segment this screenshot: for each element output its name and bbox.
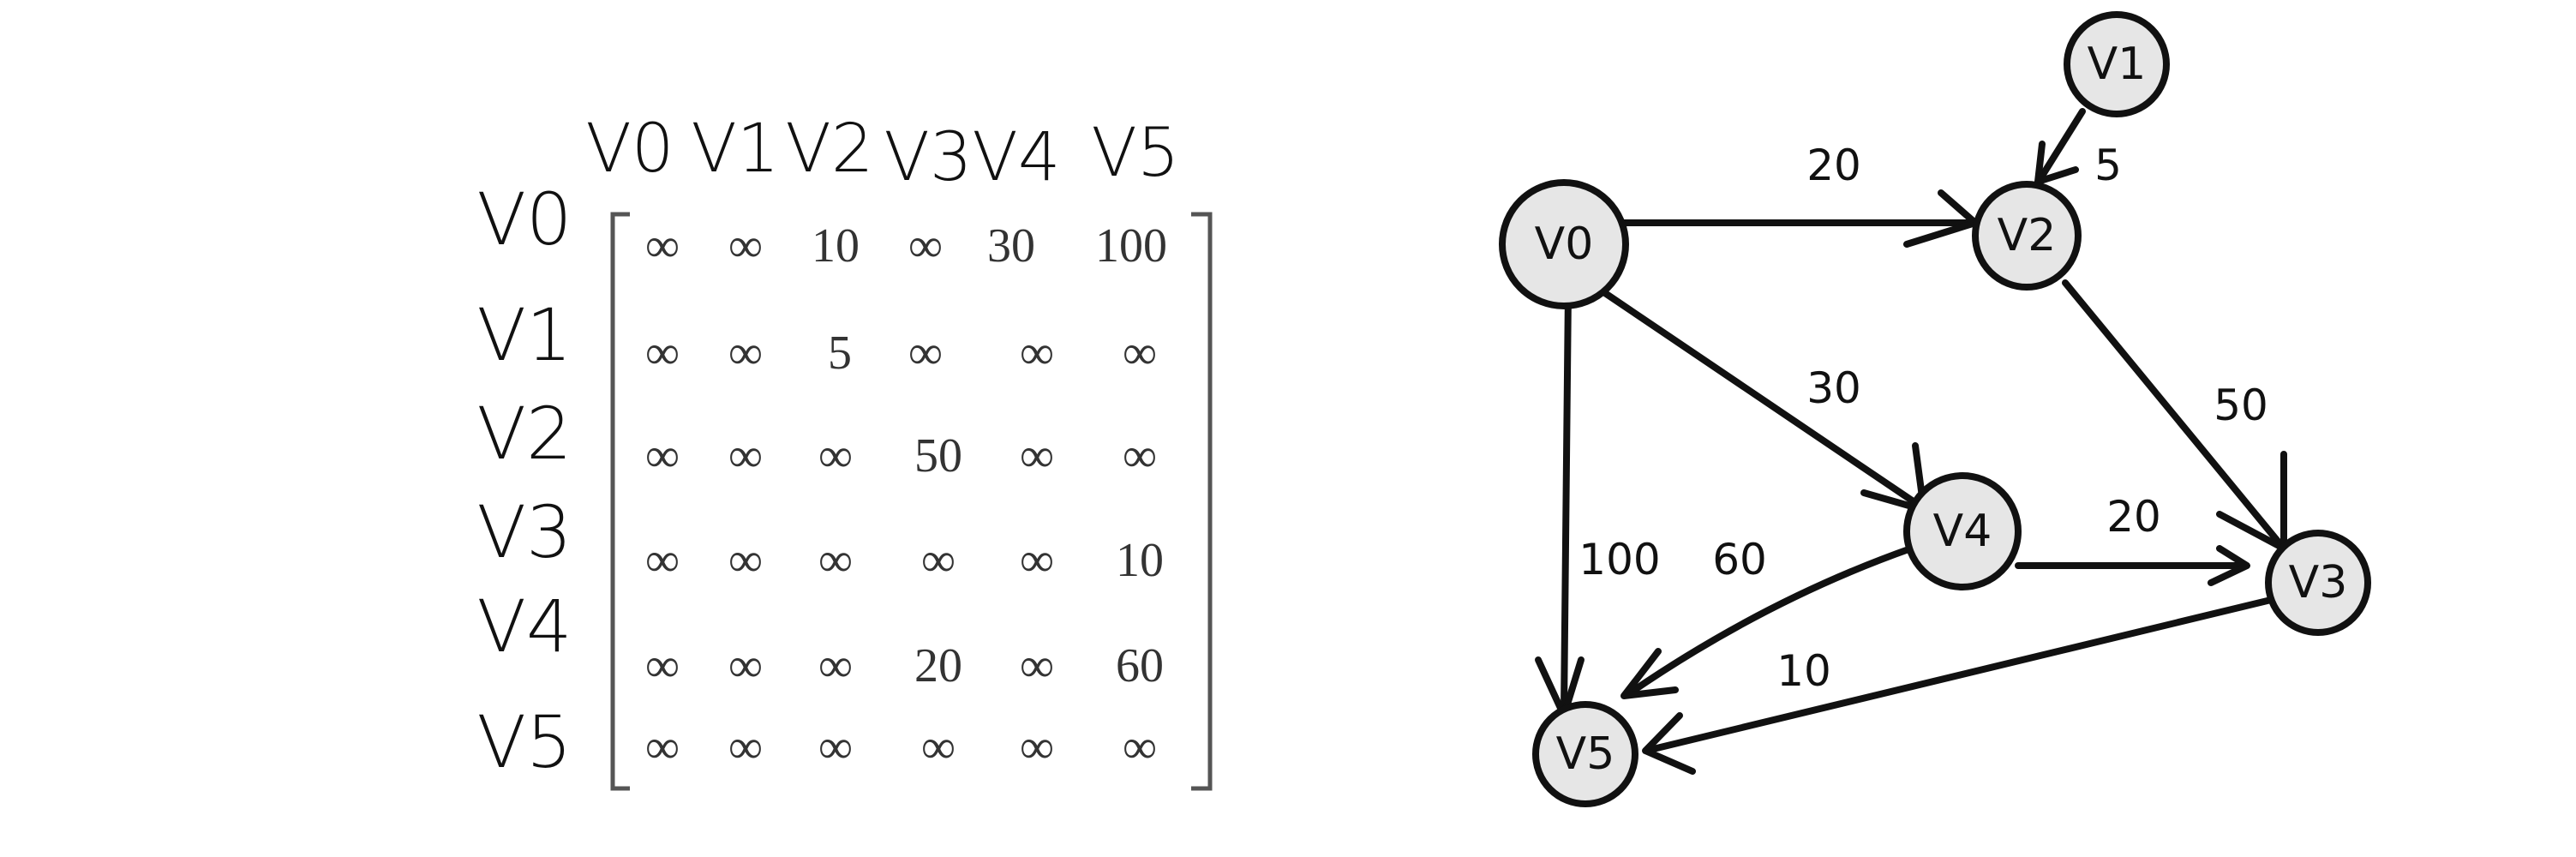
cell-2-2: ∞ bbox=[818, 429, 853, 482]
weight-v3-v5: 10 bbox=[1776, 646, 1831, 696]
edge-v3-v5 bbox=[1646, 596, 2274, 753]
node-v1-label: V1 bbox=[2088, 39, 2147, 90]
weight-v4-v5: 60 bbox=[1712, 535, 1767, 584]
node-v5-label: V5 bbox=[1556, 728, 1615, 780]
cell-3-2: ∞ bbox=[818, 534, 853, 587]
cell-5-4: ∞ bbox=[1020, 721, 1054, 774]
edge-v1-v2 bbox=[2036, 108, 2086, 183]
node-v0-label: V0 bbox=[1535, 219, 1594, 270]
cell-4-4: ∞ bbox=[1020, 639, 1054, 692]
edge-v2-v3 bbox=[2062, 279, 2287, 552]
cell-4-2: ∞ bbox=[818, 639, 853, 692]
cell-5-0: ∞ bbox=[645, 721, 680, 774]
edge-v0-v4 bbox=[1599, 288, 1923, 509]
edge-weights: 20 5 30 50 20 100 60 10 bbox=[1579, 141, 2268, 696]
cell-1-4: ∞ bbox=[1020, 327, 1054, 380]
col-header-v1: V1 bbox=[692, 111, 780, 188]
node-v1: V1 bbox=[2064, 11, 2170, 117]
cell-3-5: 10 bbox=[1116, 534, 1164, 587]
cell-1-5: ∞ bbox=[1123, 327, 1157, 380]
cell-0-5: 100 bbox=[1095, 219, 1167, 273]
cell-1-2: 5 bbox=[828, 327, 852, 380]
node-v3: V3 bbox=[2265, 530, 2371, 636]
node-v3-label: V3 bbox=[2289, 557, 2348, 608]
cell-5-2: ∞ bbox=[818, 721, 853, 774]
cell-4-0: ∞ bbox=[645, 639, 680, 692]
col-header-v4: V4 bbox=[973, 119, 1061, 196]
cell-1-3: ∞ bbox=[908, 327, 943, 380]
node-v4-label: V4 bbox=[1933, 506, 1992, 557]
adjacency-matrix: V0 V1 V2 V3 V4 V5 V0 V1 V2 V3 V4 V5 ∞ ∞ … bbox=[477, 111, 1213, 791]
row-header-v3: V3 bbox=[477, 490, 572, 574]
graph-nodes: V0 V1 V2 V3 V4 V5 bbox=[1499, 11, 2371, 807]
weight-v2-v3: 50 bbox=[2214, 381, 2268, 430]
cell-1-1: ∞ bbox=[728, 327, 763, 380]
cell-4-1: ∞ bbox=[728, 639, 763, 692]
cell-4-5: 60 bbox=[1116, 639, 1164, 692]
cell-4-3: 20 bbox=[914, 639, 962, 692]
cell-0-2: 10 bbox=[812, 219, 860, 273]
cell-0-4: 30 bbox=[987, 219, 1035, 273]
matrix-cells: ∞ ∞ 10 ∞ 30 100 ∞ ∞ 5 ∞ ∞ ∞ ∞ ∞ ∞ 50 ∞ ∞… bbox=[645, 219, 1167, 774]
cell-5-3: ∞ bbox=[921, 721, 956, 774]
node-v2-label: V2 bbox=[1998, 210, 2057, 261]
row-header-v2: V2 bbox=[477, 392, 572, 476]
edge-v4-v3-arrowhead bbox=[2208, 545, 2250, 586]
cell-3-4: ∞ bbox=[1020, 534, 1054, 587]
cell-2-5: ∞ bbox=[1123, 429, 1157, 482]
row-header-v0: V0 bbox=[477, 177, 572, 261]
matrix-left-bracket bbox=[610, 212, 630, 791]
edge-v0-v5 bbox=[1561, 288, 1572, 715]
row-header-v1: V1 bbox=[477, 293, 572, 377]
node-v2: V2 bbox=[1972, 181, 2082, 291]
row-header-v5: V5 bbox=[477, 700, 572, 784]
col-header-v5: V5 bbox=[1092, 115, 1180, 192]
col-header-v2: V2 bbox=[786, 111, 874, 188]
col-header-v3: V3 bbox=[884, 119, 973, 196]
cell-0-1: ∞ bbox=[728, 219, 763, 273]
cell-3-1: ∞ bbox=[728, 534, 763, 587]
weight-v0-v5: 100 bbox=[1579, 535, 1660, 584]
cell-2-4: ∞ bbox=[1020, 429, 1054, 482]
node-v0: V0 bbox=[1499, 179, 1629, 309]
cell-2-1: ∞ bbox=[728, 429, 763, 482]
edge-v4-v5 bbox=[1625, 545, 1914, 698]
cell-2-3: 50 bbox=[914, 429, 962, 482]
cell-3-3: ∞ bbox=[921, 534, 956, 587]
node-v5: V5 bbox=[1532, 701, 1638, 807]
cell-0-3: ∞ bbox=[908, 219, 943, 273]
cell-5-5: ∞ bbox=[1123, 721, 1157, 774]
cell-0-0: ∞ bbox=[645, 219, 680, 273]
weight-v0-v2: 20 bbox=[1806, 141, 1861, 190]
cell-2-0: ∞ bbox=[645, 429, 680, 482]
cell-3-0: ∞ bbox=[645, 534, 680, 587]
matrix-column-headers: V0 V1 V2 V3 V4 V5 bbox=[586, 111, 1180, 196]
weight-v0-v4: 30 bbox=[1806, 363, 1861, 413]
graph-edges bbox=[1535, 108, 2287, 775]
weight-v4-v3: 20 bbox=[2106, 492, 2161, 542]
edge-v3-v5-arrowhead bbox=[1642, 712, 1696, 775]
edge-v1-v2-arrowhead bbox=[2034, 141, 2079, 185]
node-v4: V4 bbox=[1903, 472, 2022, 590]
cell-5-1: ∞ bbox=[728, 721, 763, 774]
cell-1-0: ∞ bbox=[645, 327, 680, 380]
directed-graph: 20 5 30 50 20 100 60 10 V0 V1 V2 bbox=[1499, 11, 2371, 807]
weight-v1-v2: 5 bbox=[2094, 141, 2122, 190]
col-header-v0: V0 bbox=[586, 111, 674, 188]
matrix-row-headers: V0 V1 V2 V3 V4 V5 bbox=[477, 177, 572, 784]
edge-v0-v2-arrowhead bbox=[1903, 189, 1979, 248]
edge-v4-v5-arrowhead bbox=[1620, 648, 1679, 699]
matrix-right-bracket bbox=[1191, 212, 1213, 791]
row-header-v4: V4 bbox=[477, 584, 572, 668]
